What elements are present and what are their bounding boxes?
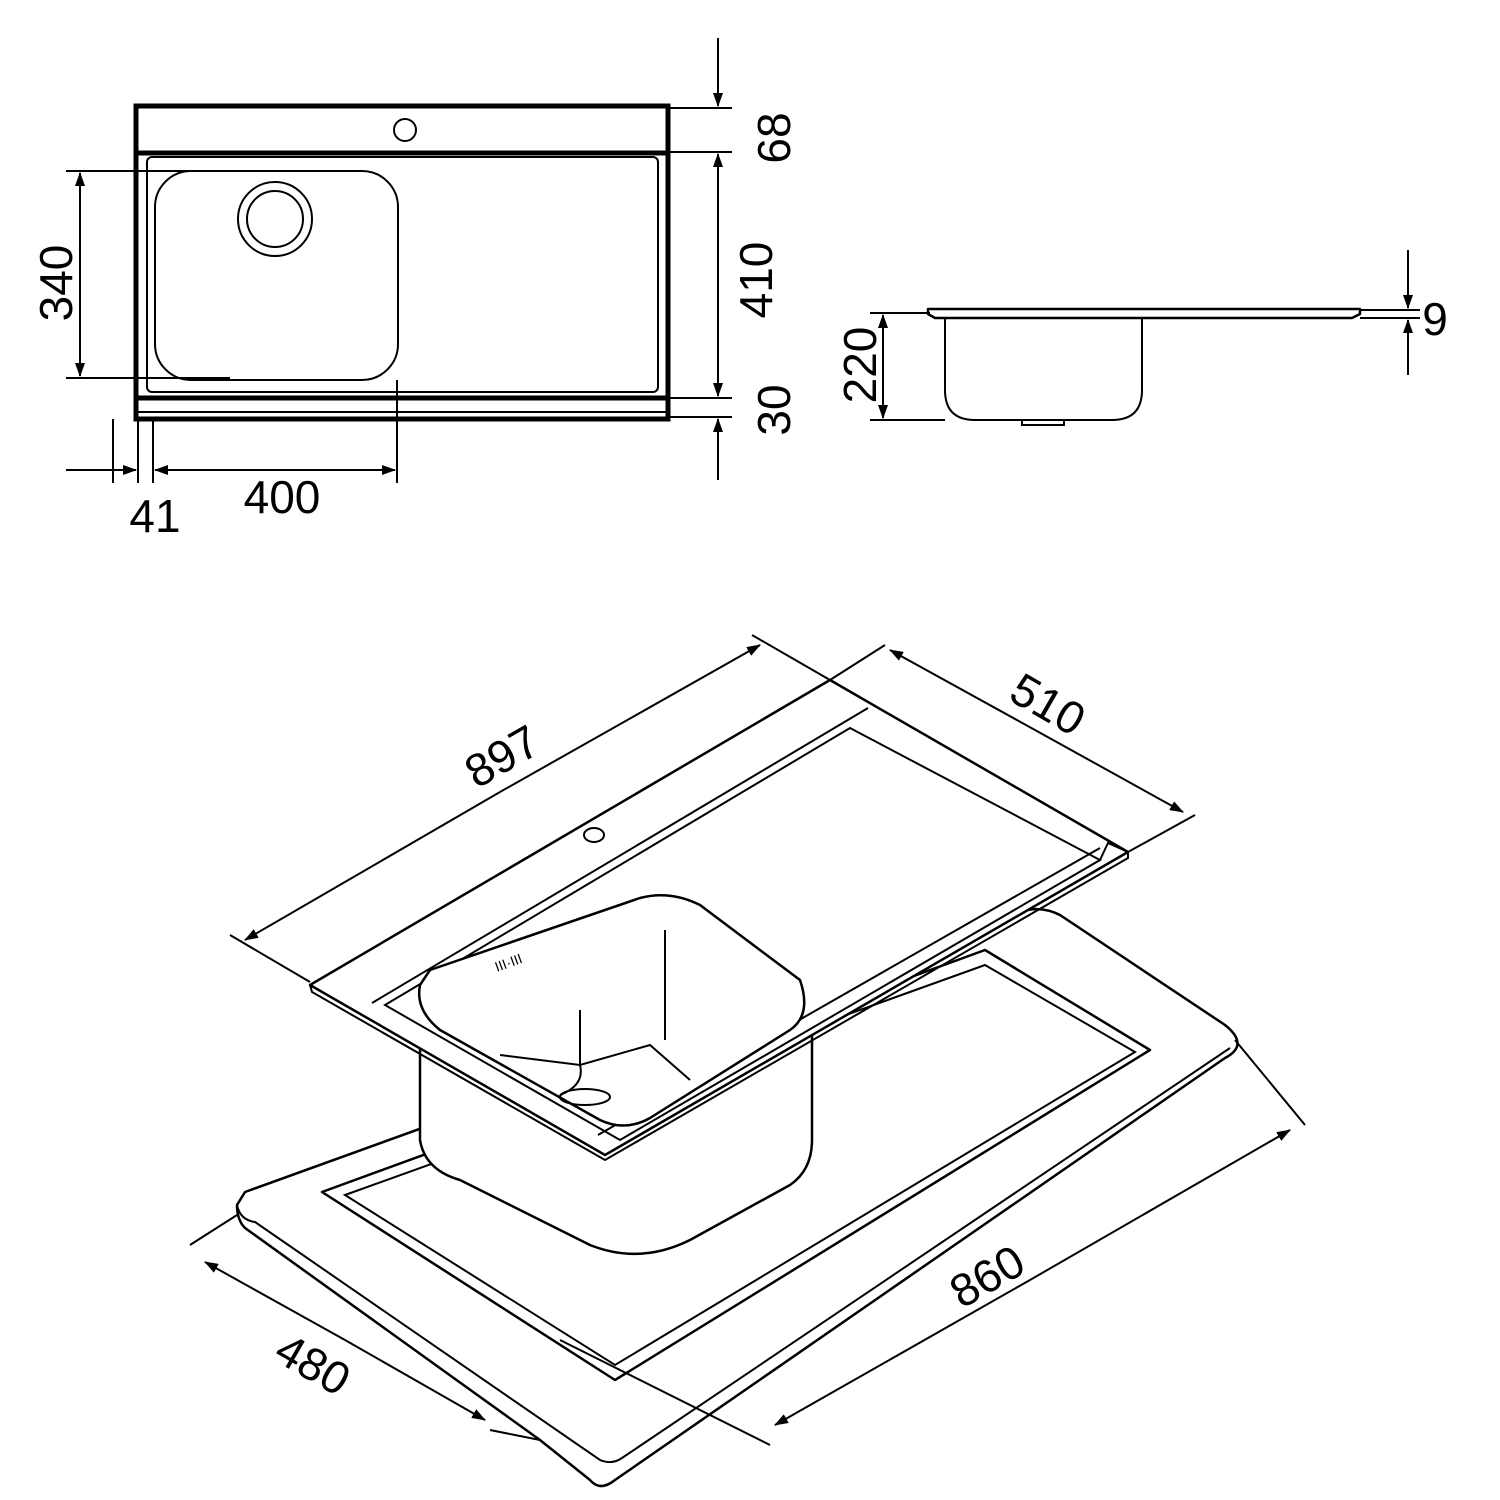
- bowl-opening: [417, 893, 806, 1127]
- dim-41: 41: [129, 490, 180, 542]
- drain-outer: [237, 181, 313, 257]
- dim-480: 480: [267, 1322, 359, 1405]
- dim-860: 860: [941, 1234, 1033, 1317]
- tap-hole: [583, 827, 605, 843]
- drain: [559, 1088, 611, 1106]
- dim-68: 68: [748, 112, 800, 163]
- drainer-area: [146, 156, 659, 393]
- top-view: 68 410 30 340 41 400: [30, 38, 800, 542]
- dim-30: 30: [748, 384, 800, 435]
- sink-outline: [133, 103, 671, 422]
- side-view: 220 9: [834, 250, 1448, 426]
- dim-9: 9: [1422, 293, 1448, 345]
- iso-view: III·III 897 510 480 860: [189, 634, 1306, 1488]
- bowl: [154, 170, 399, 381]
- dim-510: 510: [1002, 662, 1094, 745]
- dim-220: 220: [834, 327, 886, 404]
- tap-hole: [393, 118, 417, 142]
- dim-340: 340: [30, 245, 82, 322]
- dim-410: 410: [730, 242, 782, 319]
- drain-inner: [246, 190, 304, 248]
- dim-897: 897: [456, 714, 548, 797]
- dim-400: 400: [244, 471, 321, 523]
